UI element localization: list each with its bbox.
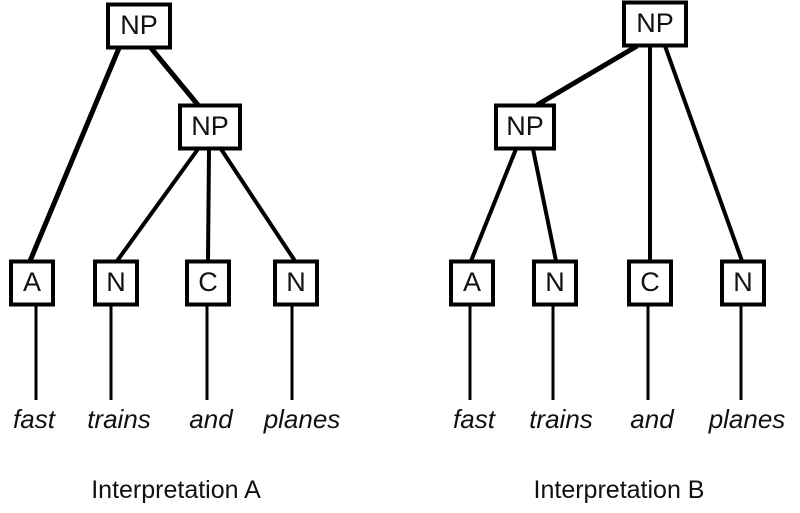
node-box-b-np-low [494, 103, 556, 151]
node-label-a-np-top: NP [120, 10, 158, 40]
node-box-a-leaf-1 [9, 259, 55, 307]
word-planes: planes [263, 404, 341, 434]
node-box-b-leaf-3 [627, 259, 673, 307]
branch-a-np-low-to-a-leaf-3 [206, 148, 211, 262]
node-box-b-leaf-1 [449, 259, 495, 307]
word-fast: fast [13, 404, 57, 434]
branch-b-np-low-to-b-leaf-2 [531, 148, 558, 262]
caption-interpretation-b: Interpretation B [534, 476, 705, 504]
word-and: and [630, 404, 675, 434]
node-label-b-np-top: NP [636, 8, 674, 38]
node-box-a-np-top [106, 2, 172, 50]
branch-b-np-top-to-b-np-low [535, 43, 639, 108]
word-fast: fast [453, 404, 497, 434]
word-and: and [189, 404, 234, 434]
node-label-a-leaf-1: A [23, 267, 41, 297]
node-label-b-np-low: NP [506, 111, 544, 141]
branch-a-np-top-to-a-leaf-1 [27, 47, 122, 262]
branch-b-np-low-to-b-leaf-1 [469, 148, 518, 262]
caption-interpretation-a: Interpretation A [91, 476, 261, 504]
word-planes: planes [708, 404, 786, 434]
branch-a-np-top-to-a-np-low [149, 46, 200, 107]
node-label-b-leaf-2: N [545, 267, 565, 297]
branch-a-np-low-to-a-leaf-2 [115, 147, 200, 263]
node-box-b-leaf-4 [720, 259, 766, 307]
node-box-a-leaf-3 [185, 259, 231, 307]
node-label-b-leaf-4: N [733, 267, 753, 297]
node-box-b-np-top [622, 0, 688, 48]
node-box-b-leaf-2 [532, 259, 578, 307]
node-box-a-leaf-4 [273, 259, 319, 307]
node-label-a-leaf-3: C [198, 267, 218, 297]
node-label-b-leaf-1: A [463, 267, 481, 297]
node-label-a-np-low: NP [191, 111, 229, 141]
branch-b-np-top-to-b-leaf-4 [663, 45, 744, 262]
tree-interpretation-a: fast trains and planes NP NP A N C N Interpretatio… [9, 2, 341, 504]
word-trains: trains [529, 404, 593, 434]
node-label-a-leaf-2: N [106, 267, 126, 297]
node-box-a-leaf-2 [93, 259, 139, 307]
node-box-a-np-low [178, 103, 242, 151]
branch-a-np-low-to-a-leaf-4 [219, 147, 297, 263]
node-label-b-leaf-3: C [640, 267, 660, 297]
tree-interpretation-b: fast trains and planes NP NP A N C N Interpretatio… [449, 0, 786, 504]
word-trains: trains [87, 404, 151, 434]
node-label-a-leaf-4: N [286, 267, 306, 297]
